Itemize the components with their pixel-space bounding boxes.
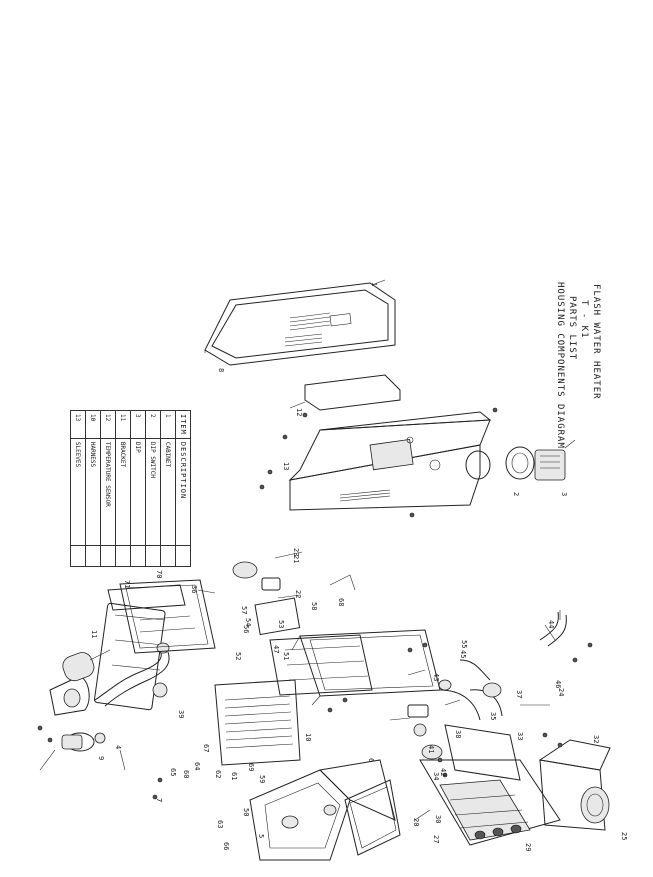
callout-label: 12 xyxy=(295,408,303,417)
callout-label: 32 xyxy=(592,735,600,744)
blower-assembly xyxy=(465,439,576,481)
callout-label: 47 xyxy=(272,645,280,654)
ignition-electrode xyxy=(62,649,111,682)
callout-label: 61 xyxy=(230,772,238,781)
callout-label: 63 xyxy=(216,820,224,829)
callout-label: 8 xyxy=(217,368,225,373)
callout-label: 35 xyxy=(489,712,497,721)
water-pipes xyxy=(438,611,567,721)
callout-label: 11 xyxy=(90,630,98,639)
ignition-components xyxy=(232,561,356,636)
callout-label: 33 xyxy=(516,732,524,741)
callout-label: 60 xyxy=(182,770,190,779)
callout-label: 23 xyxy=(292,548,300,557)
callout-label: 42 xyxy=(439,768,447,777)
callout-label: 37 xyxy=(515,690,523,699)
callout-label: 56 xyxy=(242,625,250,634)
callout-label: 36 xyxy=(190,585,198,594)
callout-label: 9 xyxy=(97,756,105,761)
callout-label: 22 xyxy=(294,590,302,599)
callout-label: 62 xyxy=(214,770,222,779)
callout-label: 71 xyxy=(123,580,131,589)
callout-label: 66 xyxy=(222,842,230,851)
callout-label: 6 xyxy=(367,758,375,763)
callout-label: 25 xyxy=(620,832,628,841)
assembly-screws xyxy=(37,642,593,800)
combustion-chamber xyxy=(249,759,396,861)
callout-label: 65 xyxy=(169,768,177,777)
callout-label: 43 xyxy=(432,673,440,682)
gas-hose xyxy=(94,642,170,707)
callout-label: 1 xyxy=(370,282,378,287)
callout-label: 4 xyxy=(114,745,122,750)
callout-label: 7 xyxy=(155,798,163,803)
callout-label: 53 xyxy=(277,620,285,629)
callout-label: 2 xyxy=(512,492,520,497)
front-cover-panel xyxy=(204,279,396,366)
access-door xyxy=(344,779,401,856)
callout-label: 50 xyxy=(242,808,250,817)
control-knob xyxy=(49,675,90,716)
control-panel-board xyxy=(119,579,216,654)
callout-label: 29 xyxy=(524,843,532,852)
callout-label: 69 xyxy=(247,763,255,772)
callout-label: 70 xyxy=(155,570,163,579)
fan-housing xyxy=(538,739,611,831)
callout-label: 44 xyxy=(547,620,555,629)
callout-label: 3 xyxy=(560,492,568,497)
callout-label: 55 xyxy=(460,640,468,649)
callout-label: 59 xyxy=(258,775,266,784)
callout-label: 5 xyxy=(257,834,265,839)
callout-label: 30 xyxy=(434,815,442,824)
callout-label: 39 xyxy=(177,710,185,719)
callout-label: 67 xyxy=(202,744,210,753)
callout-label: 10 xyxy=(304,733,312,742)
callout-label: 58 xyxy=(310,602,318,611)
water-valve-assembly xyxy=(419,724,561,846)
callout-label: 41 xyxy=(427,745,435,754)
callout-label: 45 xyxy=(459,650,467,659)
callout-label: 57 xyxy=(240,606,248,615)
callout-label: 38 xyxy=(454,730,462,739)
callout-leader-lines xyxy=(39,551,561,821)
burner-tray xyxy=(291,629,441,706)
gas-valve-assembly xyxy=(61,584,186,752)
cabinet-housing xyxy=(288,411,492,511)
callout-label: 13 xyxy=(282,462,290,471)
inner-panel xyxy=(289,374,401,411)
callout-label: 52 xyxy=(234,652,242,661)
cabinet-screws xyxy=(259,407,498,518)
callout-label: 64 xyxy=(193,762,201,771)
callout-label: 51 xyxy=(282,652,290,661)
pressure-valve xyxy=(407,704,443,760)
heat-exchanger xyxy=(214,634,373,766)
callout-label: 27 xyxy=(432,835,440,844)
callout-label: 68 xyxy=(337,598,345,607)
callout-label: 20 xyxy=(412,818,420,827)
callout-label: 24 xyxy=(557,688,565,697)
callout-label: 46 xyxy=(554,680,562,689)
